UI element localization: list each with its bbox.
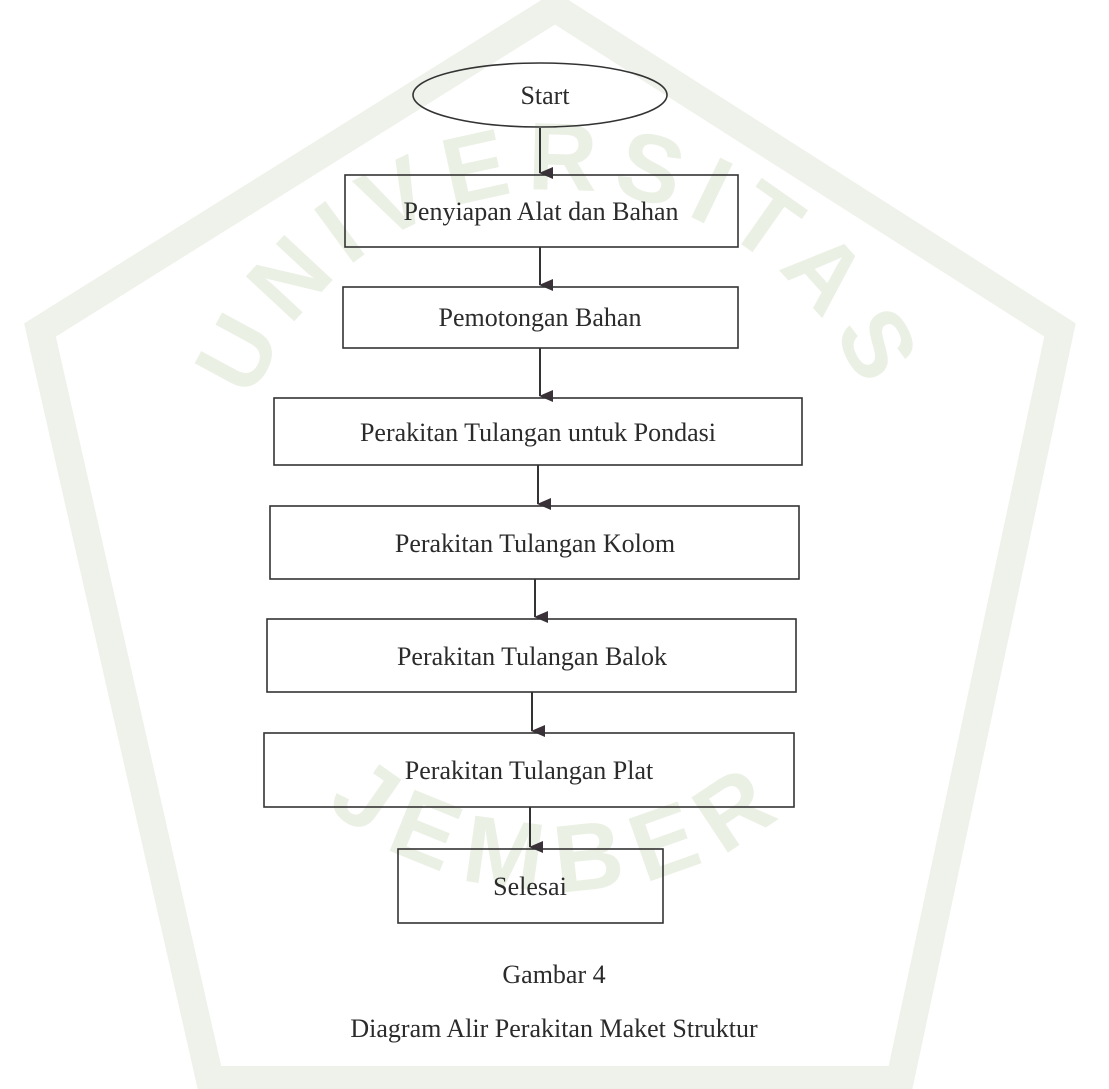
- start-label: Start: [520, 81, 570, 110]
- step-label-balok: Perakitan Tulangan Balok: [397, 642, 667, 671]
- end-label: Selesai: [493, 872, 567, 901]
- step-label-plat: Perakitan Tulangan Plat: [405, 756, 654, 785]
- step-box-balok: Perakitan Tulangan Balok: [266, 618, 797, 693]
- step-label-kolom: Perakitan Tulangan Kolom: [395, 529, 675, 558]
- step-box-pondasi: Perakitan Tulangan untuk Pondasi: [273, 397, 803, 466]
- step-label-penyiapan: Penyiapan Alat dan Bahan: [403, 197, 678, 226]
- step-box-penyiapan: Penyiapan Alat dan Bahan: [344, 174, 739, 248]
- watermark-pentagon-shape: [24, 0, 1076, 1089]
- step-label-pondasi: Perakitan Tulangan untuk Pondasi: [360, 418, 716, 447]
- end-node: Selesai: [397, 848, 664, 924]
- step-label-pemotongan: Pemotongan Bahan: [439, 303, 642, 332]
- caption-title: Diagram Alir Perakitan Maket Struktur: [350, 1014, 758, 1043]
- step-box-plat: Perakitan Tulangan Plat: [263, 732, 795, 808]
- step-box-kolom: Perakitan Tulangan Kolom: [269, 505, 800, 580]
- start-node: Start: [412, 62, 668, 128]
- caption-number: Gambar 4: [502, 960, 605, 989]
- step-box-pemotongan: Pemotongan Bahan: [342, 286, 739, 349]
